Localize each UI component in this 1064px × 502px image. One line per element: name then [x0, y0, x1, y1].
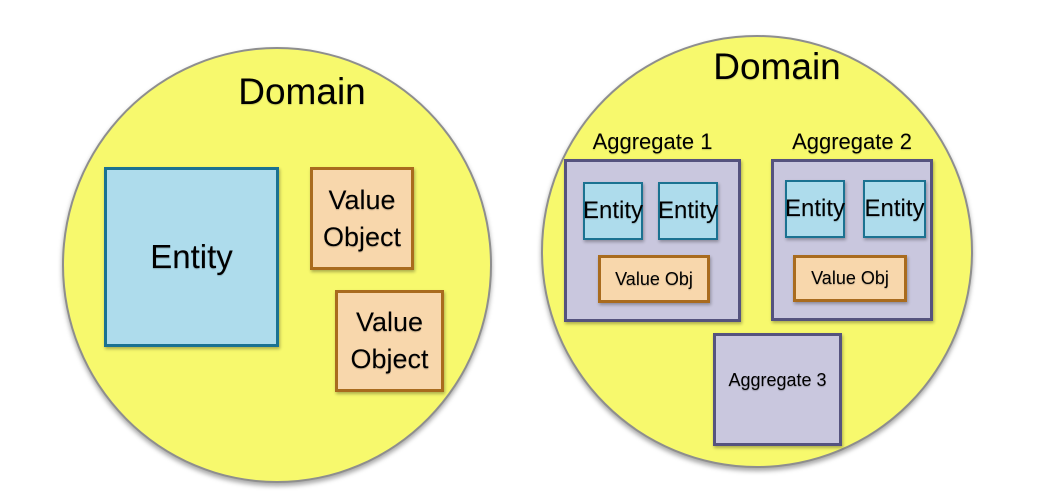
entity-box-large: Entity	[104, 167, 279, 347]
entity-label: Entity	[784, 195, 846, 222]
aggregate-1-box: Entity Entity Value Obj	[564, 159, 741, 322]
aggregate-1-label: Aggregate 1	[592, 129, 713, 154]
entity-label: Entity	[150, 238, 233, 275]
aggregate-3-box: Aggregate 3	[713, 333, 842, 446]
value-object-box-2: Value Object	[335, 290, 444, 392]
value-object-label-2: Value Object	[350, 307, 429, 374]
value-object-box-1: Value Object	[310, 167, 414, 270]
domain-title-right: Domain	[713, 46, 841, 87]
aggregate-3-label: Aggregate 3	[728, 370, 827, 390]
aggregate-2-entity-box-2: Entity	[863, 180, 926, 238]
domain-circle-right: Domain Aggregate 1 Entity Entity Value O…	[541, 35, 973, 468]
aggregate-2-label: Aggregate 2	[792, 129, 912, 154]
aggregate-2-entity-box-1: Entity	[785, 180, 845, 238]
value-obj-label: Value Obj	[811, 268, 889, 288]
entity-label: Entity	[657, 197, 719, 224]
aggregate-1-value-obj-box: Value Obj	[598, 255, 710, 303]
entity-label: Entity	[864, 195, 925, 222]
domain-circle-left: Domain Entity Value Object Value Object	[62, 47, 492, 483]
aggregate-2-box: Entity Entity Value Obj	[771, 159, 933, 321]
aggregate-1-entity-box-2: Entity	[658, 182, 718, 240]
aggregate-1-entity-box-1: Entity	[583, 182, 643, 240]
entity-label: Entity	[582, 197, 644, 224]
value-obj-label: Value Obj	[615, 268, 693, 289]
aggregate-2-value-obj-box: Value Obj	[793, 255, 907, 302]
value-object-label-1: Value Object	[322, 184, 402, 252]
domain-title-left: Domain	[238, 71, 366, 112]
